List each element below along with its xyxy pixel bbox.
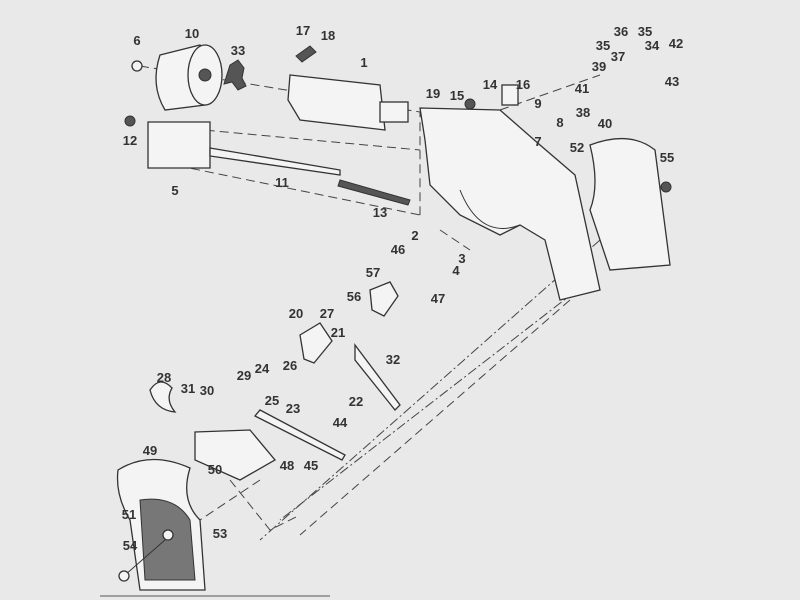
part-label: 52 bbox=[570, 140, 584, 155]
part-label: 5 bbox=[171, 183, 178, 198]
part-label: 41 bbox=[575, 81, 589, 96]
part-label: 29 bbox=[237, 368, 251, 383]
lockwork-parts bbox=[149, 281, 401, 481]
part-label: 33 bbox=[231, 43, 245, 58]
part-label: 13 bbox=[373, 205, 387, 220]
part-label: 1 bbox=[360, 55, 367, 70]
part-label: 38 bbox=[576, 105, 590, 120]
part-label: 9 bbox=[534, 96, 541, 111]
part-label: 16 bbox=[516, 77, 530, 92]
part-label: 23 bbox=[286, 401, 300, 416]
part-label: 35 bbox=[596, 38, 610, 53]
part-label: 8 bbox=[556, 115, 563, 130]
part-label: 12 bbox=[123, 133, 137, 148]
part-label: 56 bbox=[347, 289, 361, 304]
part-label: 37 bbox=[611, 49, 625, 64]
part-label: 40 bbox=[598, 116, 612, 131]
part-label: 4 bbox=[452, 263, 460, 278]
part-label: 43 bbox=[665, 74, 679, 89]
part-label: 51 bbox=[122, 507, 136, 522]
part-label: 27 bbox=[320, 306, 334, 321]
frame-part bbox=[419, 84, 601, 301]
part-label: 10 bbox=[185, 26, 199, 41]
part-label: 36 bbox=[614, 24, 628, 39]
part-label: 6 bbox=[133, 33, 140, 48]
part-label: 53 bbox=[213, 526, 227, 541]
part-label: 24 bbox=[255, 361, 270, 376]
part-label: 28 bbox=[157, 370, 171, 385]
part-label: 17 bbox=[296, 23, 310, 38]
part-label: 31 bbox=[181, 381, 195, 396]
part-label: 15 bbox=[450, 88, 464, 103]
part-label: 2 bbox=[411, 228, 418, 243]
part-label: 47 bbox=[431, 291, 445, 306]
part-label: 39 bbox=[592, 59, 606, 74]
part-label: 45 bbox=[304, 458, 318, 473]
part-label: 34 bbox=[645, 38, 660, 53]
part-label: 55 bbox=[660, 150, 674, 165]
part-label: 57 bbox=[366, 265, 380, 280]
part-label: 35 bbox=[638, 24, 652, 39]
part-label: 48 bbox=[280, 458, 294, 473]
part-label: 20 bbox=[289, 306, 303, 321]
barrel-part bbox=[287, 45, 409, 131]
part-label: 44 bbox=[333, 415, 348, 430]
part-label: 46 bbox=[391, 242, 405, 257]
part-label: 25 bbox=[265, 393, 279, 408]
part-label: 7 bbox=[534, 134, 541, 149]
right-grip-part bbox=[589, 137, 672, 271]
left-grip-part bbox=[116, 458, 206, 591]
part-label: 26 bbox=[283, 358, 297, 373]
cylinder-part bbox=[131, 44, 247, 111]
part-label: 54 bbox=[123, 538, 138, 553]
part-label: 32 bbox=[386, 352, 400, 367]
part-label: 11 bbox=[275, 175, 289, 190]
part-label: 3 bbox=[458, 251, 465, 266]
part-label: 50 bbox=[208, 462, 222, 477]
part-label: 49 bbox=[143, 443, 157, 458]
part-label: 30 bbox=[200, 383, 214, 398]
part-label: 22 bbox=[349, 394, 363, 409]
part-label: 42 bbox=[669, 36, 683, 51]
part-label: 18 bbox=[321, 28, 335, 43]
part-labels: 6 10 33 17 18 1 12 5 11 13 19 15 14 16 9… bbox=[122, 23, 683, 553]
part-label: 19 bbox=[426, 86, 440, 101]
crane-part bbox=[124, 115, 411, 206]
part-label: 21 bbox=[331, 325, 345, 340]
part-label: 14 bbox=[483, 77, 498, 92]
